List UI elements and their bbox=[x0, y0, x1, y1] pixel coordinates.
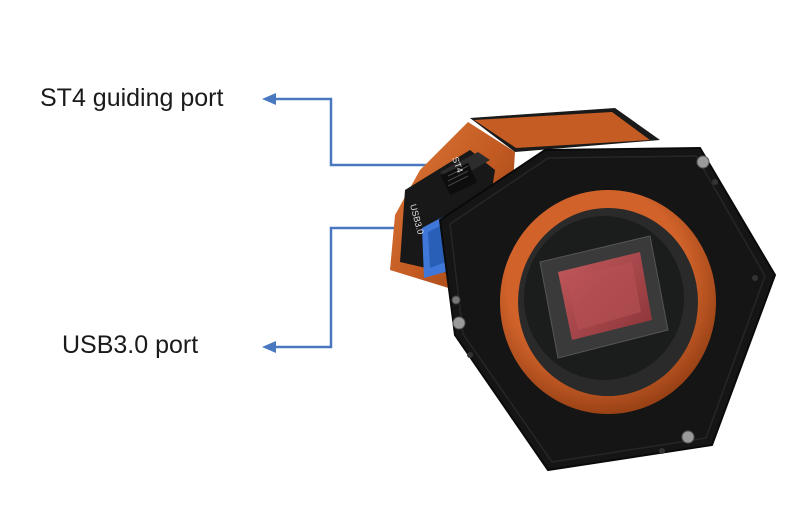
screw-icons bbox=[451, 155, 758, 454]
image-sensor bbox=[539, 235, 669, 359]
usb-pointer-arrow bbox=[262, 226, 415, 353]
st4-port-label: ST4 guiding port bbox=[40, 84, 224, 112]
usb-port-label: USB3.0 port bbox=[62, 331, 199, 359]
st4-port: ST4 bbox=[440, 152, 490, 196]
st4-pointer-arrow bbox=[262, 93, 444, 167]
